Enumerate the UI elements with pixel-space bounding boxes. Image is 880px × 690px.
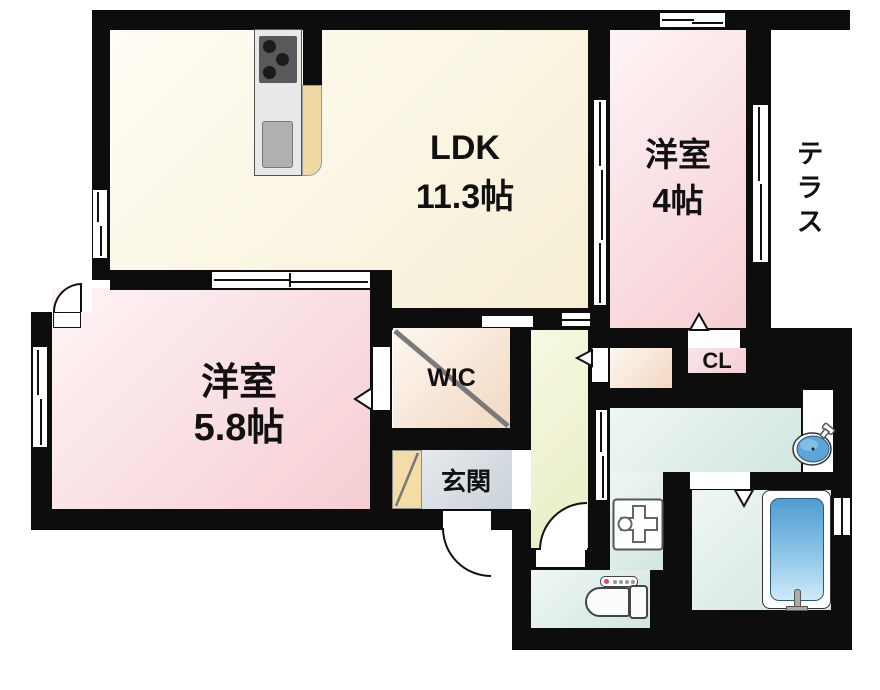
genkan-step [512,450,531,509]
window-pane-line [40,399,42,445]
room-ldk [110,30,588,308]
door-open-leaf-bedroom58 [80,283,82,312]
wall-wic-bottom [392,428,531,450]
kitchen-counter-end [302,85,322,176]
window-terrace-door [753,105,768,262]
wall-top [92,10,850,30]
room-bedroom-5-8 [52,288,370,509]
door-leaf-toilet [536,550,585,567]
room-closet-cl [688,348,746,373]
door-leaf-entry [443,511,491,528]
wall-toilet-left [512,510,531,628]
sliding-door-line [599,243,601,303]
toilet-panel-dot [631,580,635,584]
sliding-door-line [601,170,603,240]
label-genkan: 玄関 [440,468,491,496]
window-pane-line [97,192,99,222]
wall-kitchen-stub [303,28,322,85]
sliding-door-washroom [596,410,607,500]
room-bedroom-4 [610,30,746,330]
window-pane-line [760,184,762,260]
sliding-door-line [290,281,368,283]
door-storage-closet [592,348,608,382]
wall-wic-right [510,328,531,450]
door-wic [373,347,390,410]
wic-diagonal-line [393,329,510,428]
sliding-door-ldk-hall-a [482,314,533,327]
stove-burner [263,40,276,53]
window-pane-line [841,498,843,535]
sliding-door-line [600,412,602,452]
shoe-cabinet-diagonal [394,452,420,507]
wall-bottom-toilet [512,628,650,650]
label-bedroom4-size: 4帖 [652,182,704,219]
toilet-panel-dot [625,580,629,584]
room-storage-closet [610,348,672,388]
toilet-bowl [585,587,630,617]
room-washroom [610,408,801,472]
label-bedroom58-size: 5.8帖 [193,406,285,449]
sliding-door-line [602,456,604,498]
door-triangle-wic [353,386,373,412]
window-bedroom58-left [33,347,47,447]
door-leaf-bedroom58 [53,312,81,328]
sliding-door-line [562,319,590,321]
toilet-tank [629,585,648,619]
wall-laundry-bath [663,490,692,570]
door-triangle-bathroom [733,489,755,508]
door-triangle-storage [575,348,593,368]
sliding-door-line [214,279,290,281]
sliding-door-ldk-bedroom58 [212,272,370,288]
sliding-door-line [289,273,291,287]
label-ldk: LDK [430,128,500,167]
sliding-door-bedroom4-entry [594,100,606,305]
window-pane-line [100,226,102,256]
kitchen-sink [262,121,293,168]
washing-machine-pan [612,498,664,551]
door-triangle-cl [688,312,710,331]
label-ldk-size: 11.3帖 [415,177,515,216]
stove-burner [276,53,289,66]
window-pane-line [37,350,39,395]
bathroom-sink [792,422,836,466]
bathtub [770,498,824,601]
toilet-panel-dot [613,580,617,584]
window-pane-line [662,19,694,21]
door-closet-cl [688,330,740,348]
label-terrace: テラス [792,139,823,241]
toilet-panel-dot [619,580,623,584]
label-wic: WIC [427,363,476,392]
window-pane-line [758,107,760,181]
door-bathroom [690,472,750,489]
label-cl: CL [702,347,732,373]
sliding-door-line [599,102,601,166]
bathtub-faucet-base [786,606,808,611]
label-bedroom58: 洋室 [200,361,277,404]
stove-burner [263,66,276,79]
toilet-panel-light [604,579,609,584]
label-bedroom4: 洋室 [645,136,711,173]
room-genkan-floor [422,450,512,509]
sliding-door-line [482,314,533,316]
wall-toilet-right [650,570,692,628]
wall-south [31,509,530,530]
window-pane-line [692,22,723,24]
door-swing-arc-entry [442,528,491,577]
door-gap-bedroom58 [82,278,92,312]
window-ldk-left [93,190,107,258]
